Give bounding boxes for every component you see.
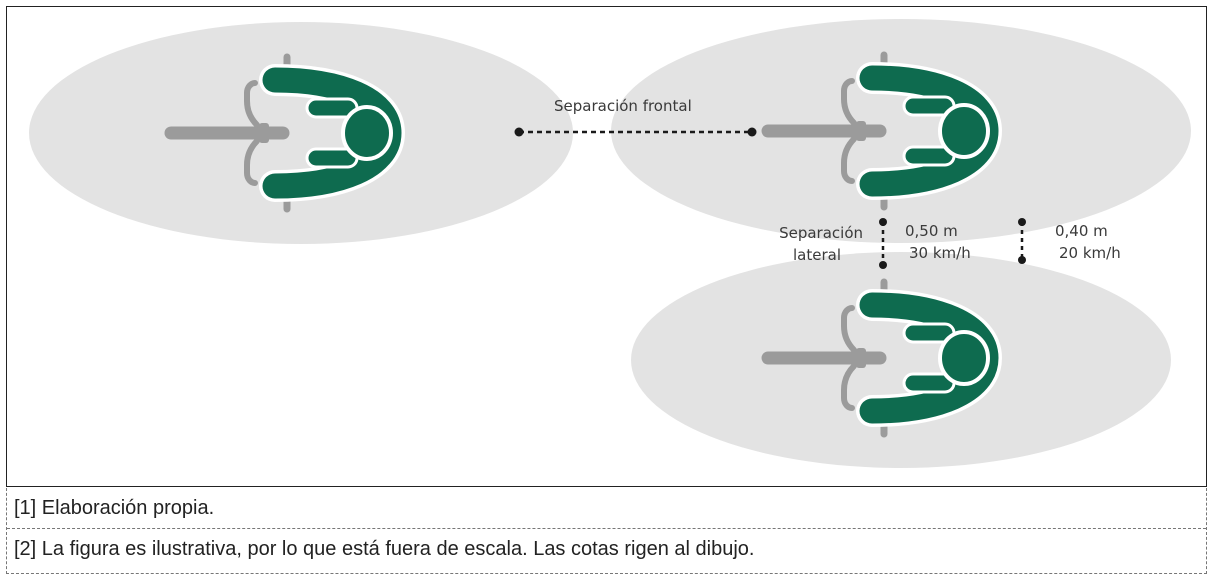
lateral-separation-label-line1: Separación <box>779 224 863 242</box>
lateral-dimension-20kmh <box>1018 218 1026 264</box>
envelope-right <box>611 19 1191 243</box>
figure-frame: Separación frontal Separación lateral 0,… <box>6 6 1207 487</box>
frontal-separation-label: Separación frontal <box>554 97 692 115</box>
lateral-dimension-30kmh <box>879 218 887 269</box>
note-scale-disclaimer: [2] La figura es ilustrativa, por lo que… <box>14 538 755 560</box>
dim2-speed: 20 km/h <box>1059 244 1121 262</box>
envelope-left <box>29 22 573 244</box>
dim1-distance: 0,50 m <box>905 222 958 240</box>
dim1-speed: 30 km/h <box>909 244 971 262</box>
frontal-separation-line <box>514 127 757 137</box>
dim2-distance: 0,40 m <box>1055 222 1108 240</box>
note-source: [1] Elaboración propia. <box>14 497 215 519</box>
envelope-bottom <box>631 252 1171 468</box>
lateral-separation-label-line2: lateral <box>793 246 841 264</box>
diagram: Separación frontal Separación lateral 0,… <box>29 19 1191 468</box>
figure-notes: [1] Elaboración propia. [2] La figura es… <box>6 488 1207 574</box>
note-divider <box>7 528 1206 529</box>
